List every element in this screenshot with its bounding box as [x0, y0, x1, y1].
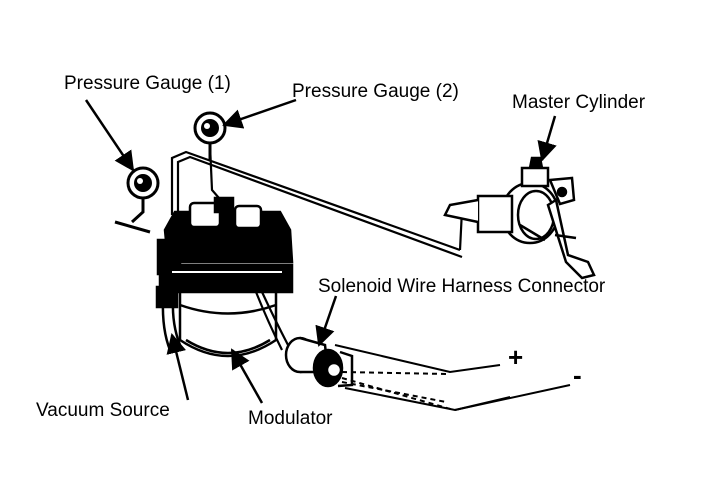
- test-leads: [334, 344, 571, 412]
- label-negative-terminal: -: [573, 360, 582, 390]
- arrow-vacuum-source: [166, 333, 190, 401]
- label-solenoid-connector: Solenoid Wire Harness Connector: [318, 276, 606, 297]
- label-positive-terminal: +: [508, 342, 524, 372]
- solenoid-wire: [254, 291, 289, 351]
- label-vacuum-source: Vacuum Source: [36, 400, 170, 421]
- label-modulator: Modulator: [248, 408, 333, 429]
- pressure-gauge-1-shape: [114, 166, 160, 234]
- arrow-solenoid-connector: [315, 295, 338, 347]
- arrow-gauge-1: [84, 99, 135, 172]
- leader-arrows: [84, 98, 557, 404]
- master-cylinder-shape: [443, 156, 596, 280]
- label-pressure-gauge-1: Pressure Gauge (1): [64, 73, 231, 94]
- arrow-master-cylinder: [537, 115, 557, 162]
- label-master-cylinder: Master Cylinder: [512, 92, 646, 113]
- arrow-modulator: [230, 348, 264, 404]
- label-pressure-gauge-2: Pressure Gauge (2): [292, 81, 459, 102]
- modulator-shape: [156, 196, 294, 358]
- arrow-gauge-2: [222, 98, 297, 129]
- pressure-gauge-2-shape: [193, 111, 227, 160]
